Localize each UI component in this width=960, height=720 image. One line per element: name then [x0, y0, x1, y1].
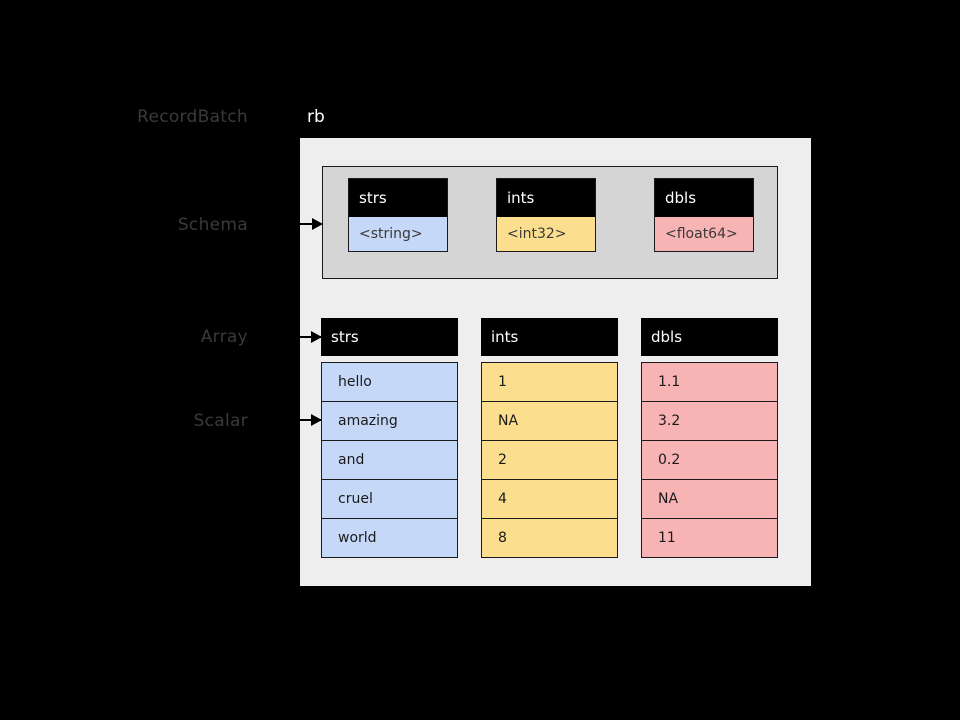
- schema-field-type: <string>: [349, 217, 447, 251]
- array-cell: hello: [322, 363, 457, 402]
- schema-field-dbls: dbls <float64>: [654, 178, 754, 252]
- array-cell: 3.2: [642, 402, 777, 441]
- schema-field-name: dbls: [655, 179, 753, 217]
- array-cell: amazing: [322, 402, 457, 441]
- array-column-header: ints: [481, 318, 618, 356]
- label-array: Array: [200, 327, 248, 347]
- array-cell: 2: [482, 441, 617, 480]
- schema-field-name: strs: [349, 179, 447, 217]
- array-cell: 4: [482, 480, 617, 519]
- recordbatch-variable-label: rb: [307, 107, 325, 127]
- label-recordbatch: RecordBatch: [137, 107, 248, 127]
- array-cell: NA: [482, 402, 617, 441]
- schema-field-type: <int32>: [497, 217, 595, 251]
- schema-field-ints: ints <int32>: [496, 178, 596, 252]
- array-column-header: dbls: [641, 318, 778, 356]
- schema-field-strs: strs <string>: [348, 178, 448, 252]
- array-cell: cruel: [322, 480, 457, 519]
- array-cell-list: hello amazing and cruel world: [321, 362, 458, 558]
- label-scalar: Scalar: [193, 411, 248, 431]
- schema-field-name: ints: [497, 179, 595, 217]
- array-cell: 0.2: [642, 441, 777, 480]
- array-cell: NA: [642, 480, 777, 519]
- array-cell: 1: [482, 363, 617, 402]
- array-cell: 8: [482, 519, 617, 558]
- label-schema: Schema: [177, 215, 248, 235]
- array-cell: 1.1: [642, 363, 777, 402]
- schema-arrow-icon: [274, 218, 323, 230]
- array-column-dbls: dbls 1.1 3.2 0.2 NA 11: [641, 318, 778, 558]
- array-cell: 11: [642, 519, 777, 558]
- array-column-ints: ints 1 NA 2 4 8: [481, 318, 618, 558]
- array-column-header: strs: [321, 318, 458, 356]
- array-cell: world: [322, 519, 457, 558]
- schema-field-type: <float64>: [655, 217, 753, 251]
- array-cell: and: [322, 441, 457, 480]
- array-column-strs: strs hello amazing and cruel world: [321, 318, 458, 558]
- array-cell-list: 1.1 3.2 0.2 NA 11: [641, 362, 778, 558]
- array-cell-list: 1 NA 2 4 8: [481, 362, 618, 558]
- array-arrow-icon: [288, 331, 322, 343]
- scalar-arrow-icon: [268, 414, 322, 426]
